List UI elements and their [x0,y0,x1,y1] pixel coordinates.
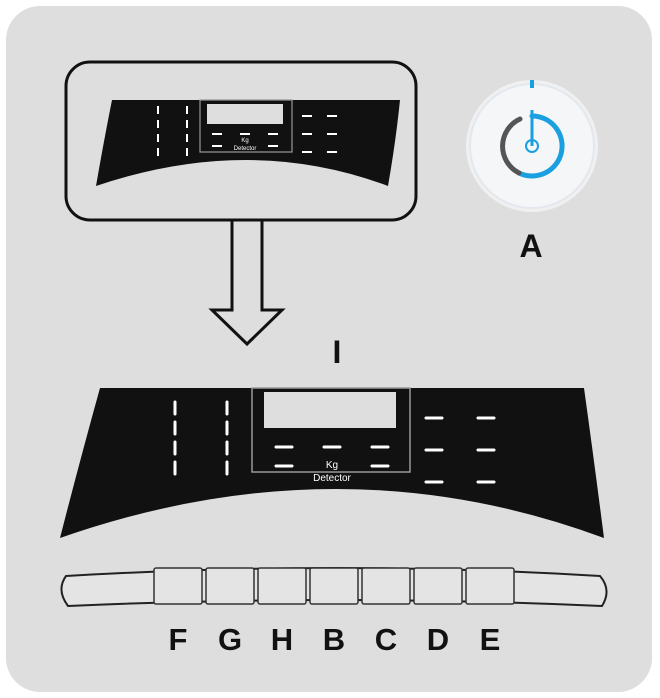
button-strip [60,567,608,608]
panel-button-b[interactable] [309,567,359,605]
button-label-h: H [270,622,294,657]
panel-button-c[interactable] [361,567,411,605]
button-label-f: F [168,622,188,657]
button-label-e: E [479,622,501,657]
large-control-panel: Kg Detector [60,387,604,538]
callout-label-a: A [519,228,543,264]
panel-button-h[interactable] [257,567,307,605]
callout-label-i: I [332,334,342,370]
button-label-g: G [217,622,243,657]
small-panel-text-kg: Kg [241,138,248,144]
panel-button-g[interactable] [205,567,255,605]
button-label-c: C [374,622,398,657]
panel-button-d[interactable] [413,567,463,605]
large-panel-text-detector: Detector [313,473,351,484]
button-label-d: D [426,622,450,657]
button-label-b: B [322,622,346,657]
panel-button-f[interactable] [153,567,203,605]
small-control-panel: Kg Detector [96,99,400,186]
small-panel-text-detector: Detector [234,146,257,152]
down-arrow-icon [208,218,286,347]
large-panel-text-kg: Kg [326,460,338,471]
power-dial-icon [466,80,598,212]
panel-button-e[interactable] [465,567,515,605]
